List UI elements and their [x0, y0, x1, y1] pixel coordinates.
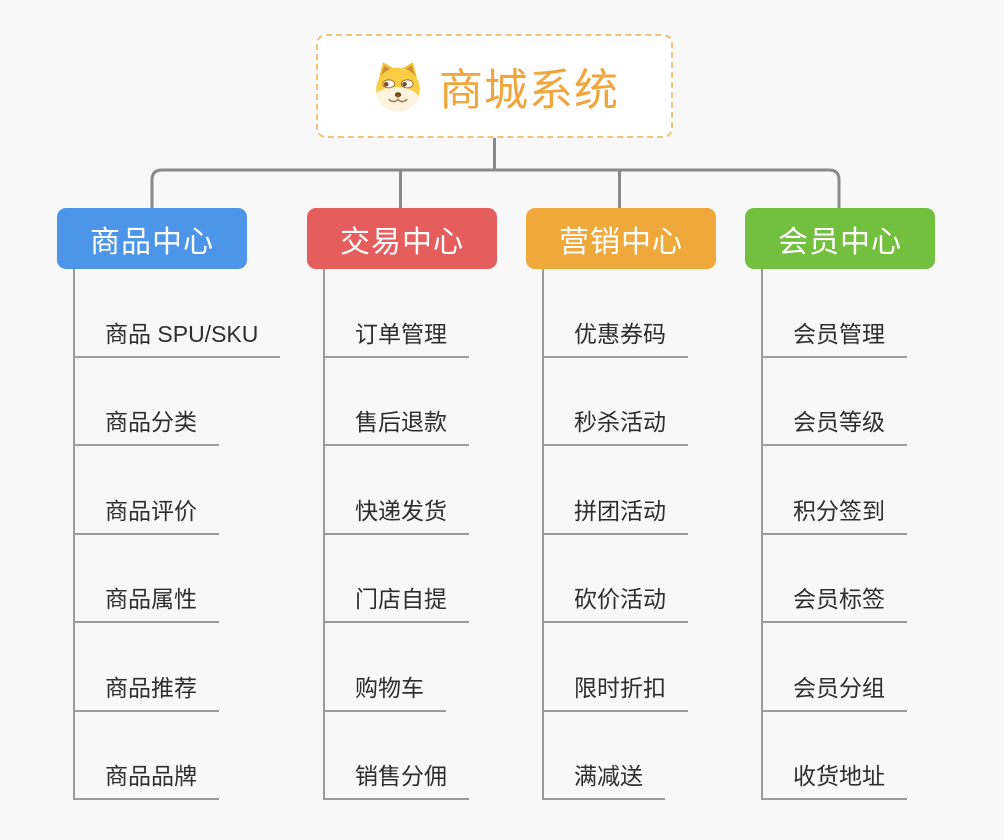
leaf-node[interactable]: 满减送	[544, 757, 665, 800]
leaf-node[interactable]: 会员管理	[763, 315, 907, 358]
leaf-node[interactable]: 商品品牌	[75, 757, 219, 800]
leaf-node[interactable]: 拼团活动	[544, 492, 688, 535]
leaf-node[interactable]: 收货地址	[763, 757, 907, 800]
leaf-node[interactable]: 优惠券码	[544, 315, 688, 358]
leaf-node[interactable]: 限时折扣	[544, 669, 688, 712]
leaf-node[interactable]: 购物车	[325, 669, 446, 712]
branch-node-trade[interactable]: 交易中心	[307, 208, 497, 269]
root-node-title: 商城系统	[439, 66, 619, 115]
leaf-node[interactable]: 商品 SPU/SKU	[75, 315, 281, 358]
branch-rail-line	[150, 168, 841, 209]
branch-children-product: 商品 SPU/SKU 商品分类 商品评价 商品属性 商品推荐 商品品牌	[73, 269, 281, 800]
root-node[interactable]: 商城系统	[316, 34, 673, 138]
leaf-node[interactable]: 销售分佣	[325, 757, 469, 800]
leaf-node[interactable]: 订单管理	[325, 315, 469, 358]
branch-node-member[interactable]: 会员中心	[745, 208, 935, 269]
leaf-node[interactable]: 会员分组	[763, 669, 907, 712]
leaf-node[interactable]: 售后退款	[325, 403, 469, 446]
leaf-node[interactable]: 商品属性	[75, 580, 219, 623]
branch-children-member: 会员管理 会员等级 积分签到 会员标签 会员分组 收货地址	[761, 269, 907, 800]
branch-column-product: 商品中心 商品 SPU/SKU 商品分类 商品评价 商品属性 商品推荐 商品品牌	[57, 208, 281, 800]
leaf-node[interactable]: 商品评价	[75, 492, 219, 535]
branch-node-product[interactable]: 商品中心	[57, 208, 247, 269]
leaf-node[interactable]: 商品推荐	[75, 669, 219, 712]
leaf-node[interactable]: 秒杀活动	[544, 403, 688, 446]
branch-children-trade: 订单管理 售后退款 快递发货 门店自提 购物车 销售分佣	[323, 269, 469, 800]
leaf-node[interactable]: 积分签到	[763, 492, 907, 535]
leaf-node[interactable]: 砍价活动	[544, 580, 688, 623]
dog-face-icon	[376, 62, 420, 112]
branch-children-marketing: 优惠券码 秒杀活动 拼团活动 砍价活动 限时折扣 满减送	[542, 269, 688, 800]
branch-column-marketing: 营销中心 优惠券码 秒杀活动 拼团活动 砍价活动 限时折扣 满减送	[526, 208, 716, 800]
leaf-node[interactable]: 门店自提	[325, 580, 469, 623]
branch-node-marketing[interactable]: 营销中心	[526, 208, 716, 269]
branch-column-trade: 交易中心 订单管理 售后退款 快递发货 门店自提 购物车 销售分佣	[307, 208, 497, 800]
branch-column-member: 会员中心 会员管理 会员等级 积分签到 会员标签 会员分组 收货地址	[745, 208, 935, 800]
leaf-node[interactable]: 会员标签	[763, 580, 907, 623]
leaf-node[interactable]: 快递发货	[325, 492, 469, 535]
leaf-node[interactable]: 会员等级	[763, 403, 907, 446]
leaf-node[interactable]: 商品分类	[75, 403, 219, 446]
